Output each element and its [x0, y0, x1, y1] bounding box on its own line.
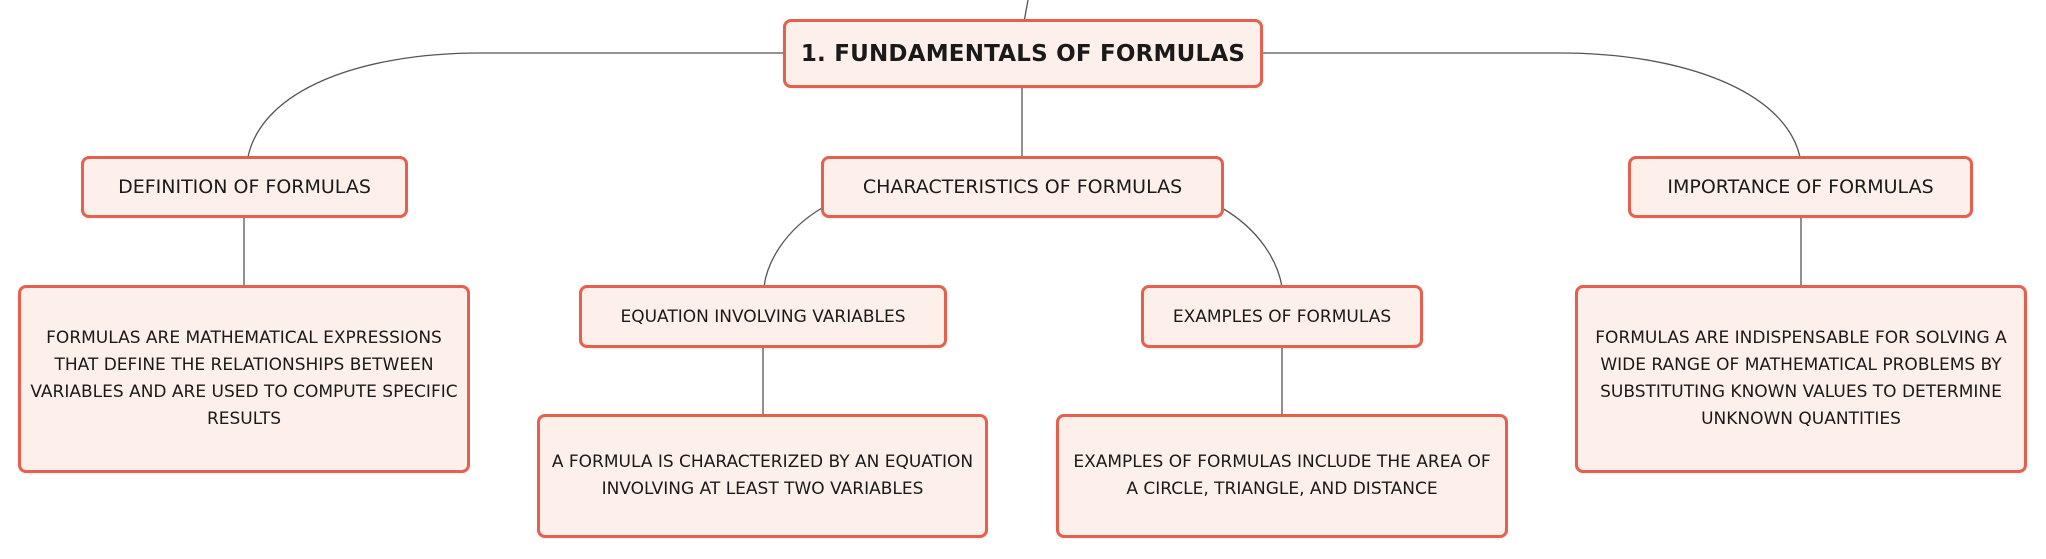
examples-detail-node[interactable]: EXAMPLES OF FORMULAS INCLUDE THE AREA OF… [1056, 414, 1508, 538]
definition-node[interactable]: DEFINITION OF FORMULAS [81, 156, 408, 218]
importance-node[interactable]: IMPORTANCE OF FORMULAS [1628, 156, 1973, 218]
importance-detail-text: FORMULAS ARE INDISPENSABLE FOR SOLVING A… [1595, 328, 2007, 429]
root-label: 1. FUNDAMENTALS OF FORMULAS [800, 40, 1246, 67]
connector-root-parent [1023, 0, 1029, 23]
definition-detail-node[interactable]: FORMULAS ARE MATHEMATICAL EXPRESSIONS TH… [18, 285, 470, 473]
definition-label: DEFINITION OF FORMULAS [118, 176, 371, 198]
definition-detail-text: FORMULAS ARE MATHEMATICAL EXPRESSIONS TH… [30, 328, 458, 429]
importance-detail-node[interactable]: FORMULAS ARE INDISPENSABLE FOR SOLVING A… [1575, 285, 2027, 473]
root-node[interactable]: 1. FUNDAMENTALS OF FORMULAS [783, 19, 1263, 88]
equation-label: EQUATION INVOLVING VARIABLES [620, 306, 906, 327]
characteristics-node[interactable]: CHARACTERISTICS OF FORMULAS [821, 156, 1224, 218]
equation-node[interactable]: EQUATION INVOLVING VARIABLES [579, 285, 947, 348]
importance-label: IMPORTANCE OF FORMULAS [1667, 176, 1934, 198]
equation-detail-text: A FORMULA IS CHARACTERIZED BY AN EQUATIO… [551, 452, 974, 499]
connector-root-to-importance [1260, 52, 1801, 158]
characteristics-label: CHARACTERISTICS OF FORMULAS [862, 176, 1183, 198]
examples-detail-text: EXAMPLES OF FORMULAS INCLUDE THE AREA OF… [1073, 452, 1491, 499]
connector-characteristics-to-equation [763, 207, 823, 288]
examples-node[interactable]: EXAMPLES OF FORMULAS [1141, 285, 1423, 348]
examples-label: EXAMPLES OF FORMULAS [1172, 306, 1392, 327]
equation-detail-node[interactable]: A FORMULA IS CHARACTERIZED BY AN EQUATIO… [537, 414, 988, 538]
connector-root-to-definition [247, 52, 784, 158]
connector-characteristics-to-examples [1221, 207, 1283, 288]
